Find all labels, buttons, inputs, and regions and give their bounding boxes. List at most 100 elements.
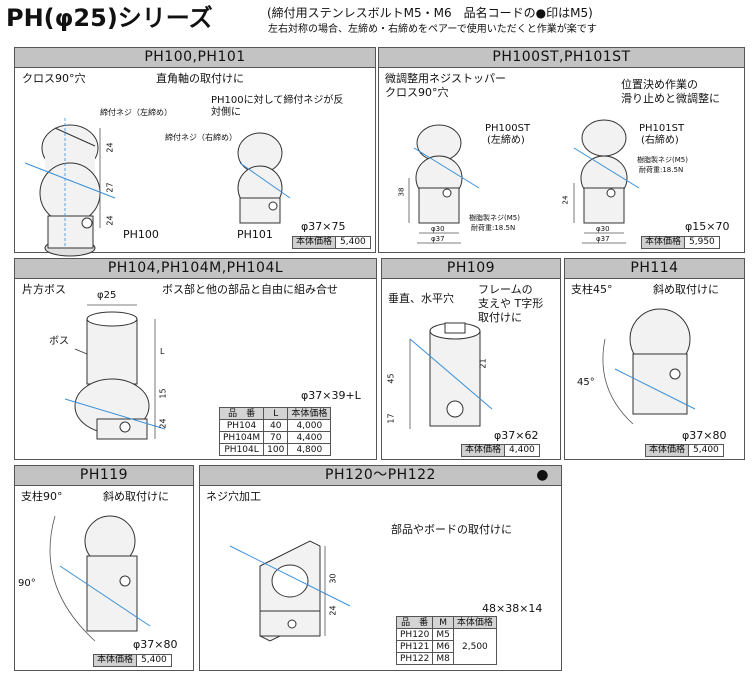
ph101-part [237,132,283,224]
price-value: 4,400 [509,445,535,455]
cell-part: PH104L [218,443,265,456]
cell-part: PH121 [395,640,434,653]
ph100st-part [415,124,463,224]
label-ph100st: PH100ST [485,123,531,134]
panel-ph120: PH120〜PH122 ● ネジ穴加工 部品やボードの取付けに 30 24 48… [199,465,562,671]
panel-title: PH100ST,PH101ST [379,48,744,68]
price-label: 本体価格 [642,237,686,248]
cell-part: PH122 [395,652,434,665]
ph104-spec-table: 品 番 L 本体価格 PH104 40 4,000 PH104M 70 4,40… [218,407,332,456]
label-left-tighten: (左締め) [487,135,525,146]
table-row: PH104L 100 4,800 [218,443,332,456]
ph109-drawing [409,322,493,429]
cell-part: PH104M [218,431,265,444]
cell-price: 4,800 [287,443,332,456]
table-row: PH104 40 4,000 [218,419,332,432]
desc-pillar-45: 支柱45° [571,283,613,296]
panel-ph100st: PH100ST,PH101ST 微調整用ネジストッパー クロス90°穴 位置決め… [378,47,745,253]
ph101st-part [580,119,628,224]
dim-21: 21 [478,358,488,369]
desc-purpose: 直角軸の取付けに [156,72,244,85]
table-header-row: 品 番 M 本体価格 [395,616,497,629]
ph114-part [629,308,691,415]
label-ph101: PH101 [237,228,273,241]
table-row: PH122 M8 [395,652,497,665]
label-right-tighten: (右締め) [641,135,679,146]
size-label: 48×38×14 [482,602,543,615]
cell-part: PH120 [395,628,434,641]
ph119-drawing [49,515,151,642]
size-label: φ37×80 [682,429,727,442]
cell-price: 4,000 [287,419,332,432]
dim-24-top: 24 [105,142,115,153]
cell-price: 2,500 [452,628,497,665]
label-torque-1: 耐荷重:18.5N [471,224,516,232]
label-ph100: PH100 [123,228,159,241]
col-part-number: 品 番 [218,407,265,420]
desc-diagonal: 斜め取付けに [653,283,719,296]
panel-title-text: PH120〜PH122 [325,467,436,483]
price-box: 本体価格 4,400 [461,444,540,457]
desc-cross-hole: クロス90°穴 [385,86,449,99]
note-reverse: PH100に対して締付ネジが反対側に [211,95,344,118]
dim-24: 24 [328,605,338,616]
desc-slip: 滑り止めと微調整に [621,92,720,105]
table-row: PH120 M5 2,500 [395,628,497,665]
price-box: 本体価格 5,950 [641,236,720,249]
m5-bullet: ● [536,467,549,483]
desc-support: 支えや T字形 [478,297,544,310]
panel-title: PH120〜PH122 ● [200,466,561,486]
cell-m: M5 [432,628,454,641]
desc-combine: ボス部と他の部品と自由に組み合せ [162,283,338,296]
panel-ph114: PH114 支柱45° 斜め取付けに 45° φ37×80 本体価格 5,400 [564,258,745,460]
desc-cross-hole: クロス90°穴 [22,72,86,85]
desc-vertical-horizontal: 垂直、水平穴 [388,292,454,305]
dim-37-left: φ37 [431,235,445,243]
desc-pillar-90: 支柱90° [21,490,63,503]
table-row: PH104M 70 4,400 [218,431,332,444]
dim-30-left: φ30 [431,225,445,233]
angle-45: 45° [577,377,595,388]
ph104-part [74,311,150,440]
col-part-number: 品 番 [395,616,434,629]
panel-title: PH104,PH104M,PH104L [15,259,376,279]
label-torque-2: 耐荷重:18.5N [639,166,684,174]
panel-title: PH114 [565,259,744,279]
dim-17: 17 [386,413,396,424]
ph120-part [259,540,321,642]
panel-title: PH100,PH101 [15,48,375,68]
panel-ph104: PH104,PH104M,PH104L 片方ボス ボス部と他の部品と自由に組み合… [14,258,377,460]
dim-l: L [160,347,165,356]
desc-tapped-hole: ネジ穴加工 [206,490,261,503]
desc-frame: フレームの [478,283,533,296]
dim-38-left: 38 [397,187,406,197]
desc-diagonal: 斜め取付けに [103,490,169,503]
cell-m: M6 [432,640,454,653]
table-header-row: 品 番 L 本体価格 [218,407,332,420]
cell-l: 70 [263,431,289,444]
ph100-part [39,124,101,257]
size-label: φ37×80 [133,638,178,651]
size-label: φ37×62 [494,429,539,442]
dim-30: 30 [328,573,338,584]
dim-37-right: φ37 [596,235,610,243]
page-title: PH(φ25)シリーズ [6,4,213,32]
header-note-2: 左右対称の場合、左締め・右締めをペアーで使用いただくと作業が楽です [268,24,597,35]
dim-dia-25: φ25 [97,290,117,301]
price-box: 本体価格 5,400 [292,236,371,249]
dim-30-right: φ30 [596,225,610,233]
panel-ph100: PH100,PH101 クロス90°穴 直角軸の取付けに 締付ネジ（左締め） 締… [14,47,376,257]
price-label: 本体価格 [462,445,506,456]
col-price: 本体価格 [287,407,332,420]
table-row: PH121 M6 [395,640,497,653]
label-left-screw: 締付ネジ（左締め） [100,108,172,117]
ph114-drawing [602,308,696,425]
cell-part: PH104 [218,419,265,432]
desc-parts-board: 部品やボードの取付けに [391,523,512,536]
ph120-spec-table: 品 番 M 本体価格 PH120 M5 2,500 PH121 M6 PH122… [395,616,497,665]
dim-24: 24 [158,418,168,429]
size-label: φ37×39+L [301,389,361,402]
ph100-drawing [24,118,291,257]
price-value: 5,400 [141,655,167,665]
cell-m: M8 [432,652,454,665]
